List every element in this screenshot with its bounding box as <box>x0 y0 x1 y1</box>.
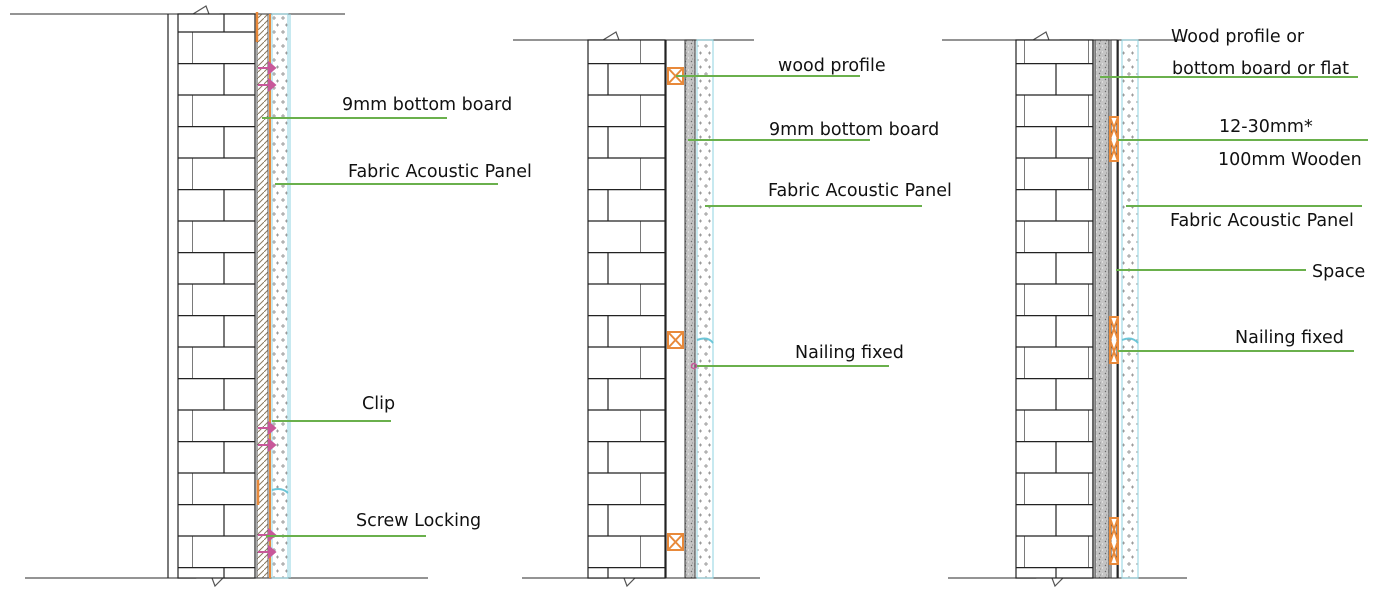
brick-wall-2 <box>587 39 666 579</box>
label-d3-nailing: Nailing fixed <box>1235 328 1344 348</box>
label-d3-wooden-1: 12-30mm* <box>1219 117 1313 137</box>
label-d3-wood-profile-1: Wood profile or <box>1171 27 1305 47</box>
leader-lines-2 <box>676 75 922 367</box>
label-d3-space: Space <box>1312 262 1365 282</box>
section-1: 9mm bottom board Fabric Acoustic Panel C… <box>10 5 532 588</box>
fabric-panel-section-2 <box>696 39 714 579</box>
gray-wood-profile-3 <box>1094 39 1110 579</box>
label-d1-fabric-panel: Fabric Acoustic Panel <box>348 162 532 182</box>
section-3: Wood profile or bottom board or flat 12-… <box>942 27 1368 588</box>
cyan-clip-hook <box>271 488 289 494</box>
label-d2-bottom-board: 9mm bottom board <box>769 120 939 140</box>
wood-profile-blocks <box>667 67 684 551</box>
hatched-bottom-board <box>256 13 269 579</box>
label-d3-wood-profile-2: bottom board or flat <box>1172 59 1349 79</box>
label-d2-fabric-panel: Fabric Acoustic Panel <box>768 181 952 201</box>
leader-lines-3 <box>1100 76 1368 352</box>
cyan-nail-hook-3 <box>1121 337 1139 344</box>
brick-wall <box>177 13 256 579</box>
gray-bottom-board-2 <box>684 39 696 579</box>
label-d1-clip: Clip <box>362 394 395 414</box>
label-d3-wooden-2: 100mm Wooden <box>1218 150 1362 170</box>
fabric-panel-section <box>271 13 289 579</box>
label-d2-nailing: Nailing fixed <box>795 343 904 363</box>
label-d3-fabric-panel: Fabric Acoustic Panel <box>1170 211 1354 231</box>
section-2: wood profile 9mm bottom board Fabric Aco… <box>513 31 952 588</box>
label-d1-screw: Screw Locking <box>356 511 481 531</box>
brick-wall-3 <box>1015 39 1094 579</box>
pink-clip-marks <box>258 61 277 559</box>
wooden-battens-3 <box>1110 39 1118 579</box>
cyan-nail-hook-2 <box>696 337 714 344</box>
leader-lines-1 <box>262 117 498 537</box>
label-d1-bottom-board: 9mm bottom board <box>342 95 512 115</box>
label-d2-wood-profile: wood profile <box>778 56 886 76</box>
fabric-panel-section-3 <box>1121 39 1139 579</box>
